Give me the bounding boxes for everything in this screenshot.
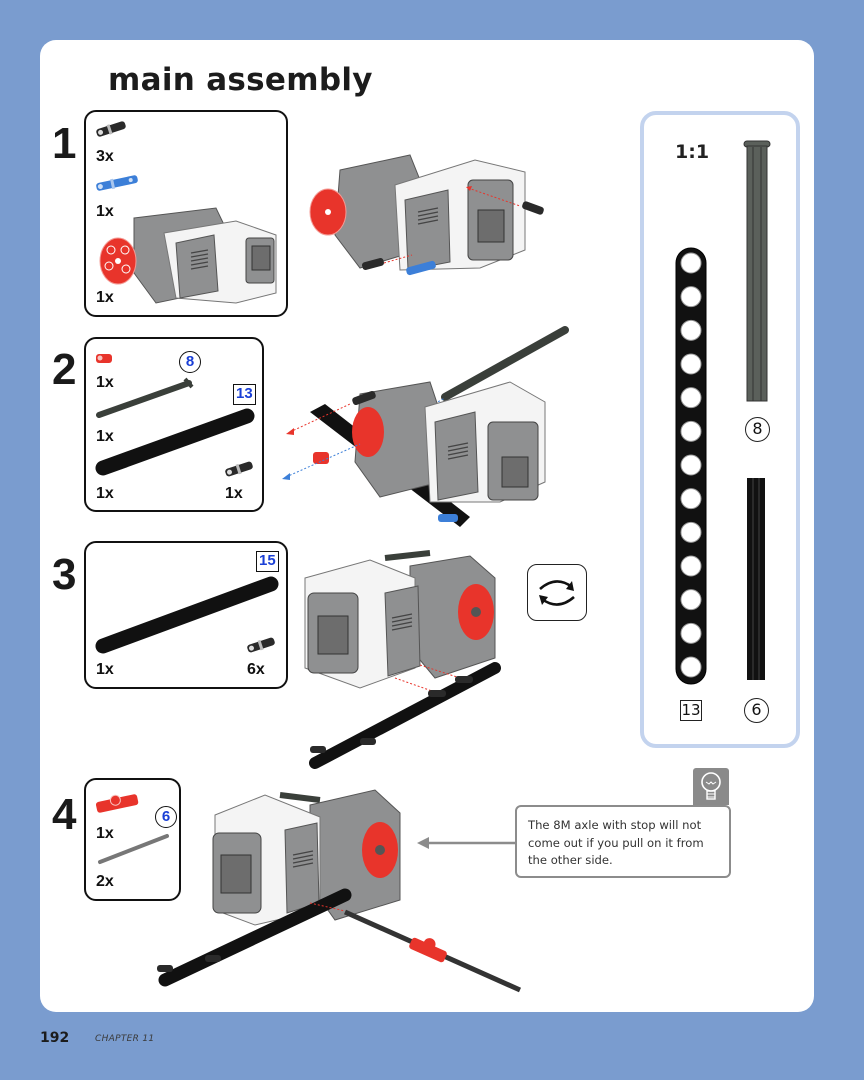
scale-reference-panel [640,111,800,748]
qty-label: 2x [96,873,114,890]
beam-13-1to1-icon [675,247,707,685]
blue-pin-part-icon [96,175,138,191]
qty-label: 1x [96,485,114,502]
length-label-6: 6 [155,806,177,828]
rotate-model-icon [527,564,587,621]
ref-length-label-13: 13 [680,700,702,721]
qty-label: 1x [96,374,114,391]
step-number-2: 2 [52,345,77,394]
ref-length-label-6: 6 [744,698,769,723]
beam-hole [680,252,702,274]
chapter-label: CHAPTER 11 [95,1034,155,1044]
tip-callout: The 8M axle with stop will not come out … [515,805,731,878]
beam-hole [680,286,702,308]
parts-box-step-2 [84,337,264,512]
step-4-assembly-illustration [157,789,522,993]
black-pin-part-icon [96,121,126,137]
beam-hole [680,521,702,543]
axle-with-stop-1to1-icon [743,140,771,402]
qty-label: 1x [96,428,114,445]
page-title: main assembly [108,62,373,98]
qty-label: 3x [96,148,114,165]
qty-label: 1x [96,289,114,306]
step-1-assembly-illustration [309,154,544,276]
qty-label: 1x [225,485,243,502]
step-number-4: 4 [52,790,77,839]
red-bush-part-icon [96,354,112,363]
beam-hole [680,454,702,476]
lightbulb-icon [701,772,721,800]
length-label-15: 15 [256,551,279,572]
qty-label: 1x [96,825,114,842]
ref-length-label-8: 8 [745,417,770,442]
step-number-1: 1 [52,119,77,168]
axle-6-1to1-icon [747,478,765,680]
tip-pointer-arrow [417,837,517,849]
axle-with-stop-part-icon [96,377,194,418]
beam-hole [680,555,702,577]
beam-15-part-icon [95,576,279,654]
step-3-assembly-illustration [304,550,501,769]
step-number-3: 3 [52,550,77,599]
beam-13-part-icon [95,408,255,476]
page-number: 192 [40,1030,70,1046]
qty-label: 1x [96,661,114,678]
beam-hole [680,387,702,409]
motor-part-icon [99,207,277,304]
black-pin-part-icon [225,461,253,477]
qty-label: 6x [247,661,265,678]
red-connector-part-icon [95,794,139,813]
length-label-8: 8 [179,351,201,373]
beam-hole [680,656,702,678]
tip-badge [693,768,729,805]
step-2-assembly-illustration [282,326,569,527]
beam-hole [680,420,702,442]
beam-hole [680,488,702,510]
beam-hole [680,589,702,611]
beam-hole [680,319,702,341]
length-label-13: 13 [233,384,256,405]
scale-label: 1:1 [675,141,710,163]
axle-part-icon [98,834,169,864]
black-pin-part-icon [247,637,275,653]
beam-hole [680,353,702,375]
beam-hole [680,622,702,644]
qty-label: 1x [96,203,114,220]
